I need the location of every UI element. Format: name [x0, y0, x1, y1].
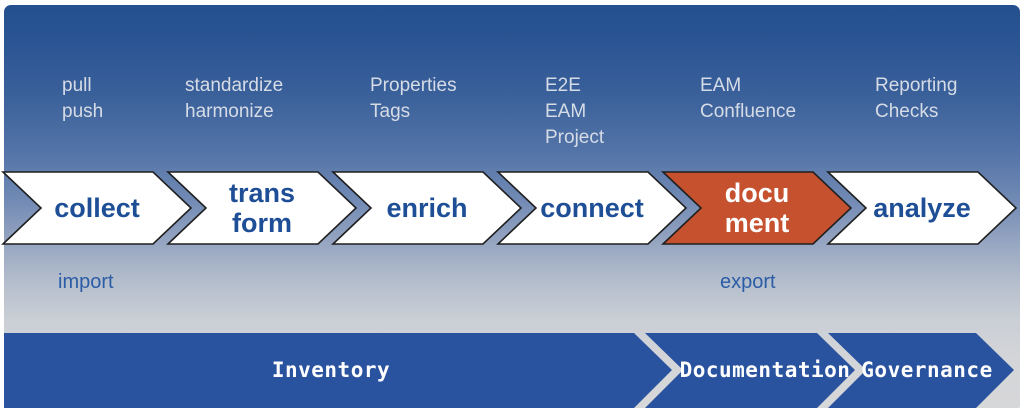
stage-tools-connect: E2E EAM Project	[545, 75, 605, 148]
stage-tools-enrich: Properties Tags	[370, 75, 457, 122]
export-annotation: export	[720, 271, 776, 293]
phase-governance-shape	[828, 333, 1014, 408]
stage-chevrons	[0, 171, 1018, 245]
phase-label-governance: Governance	[861, 358, 993, 382]
chevron-label-transform: trans form	[228, 178, 296, 238]
stage-tools-document: EAM Confluence	[700, 75, 797, 122]
chevron-collect	[0, 171, 193, 245]
phase-label-documentation: Documentation	[679, 358, 851, 382]
chevron-transform	[165, 171, 358, 245]
chevron-label-analyze: analyze	[873, 193, 971, 223]
chevron-label-connect: connect	[540, 193, 644, 223]
chevron-label-collect: collect	[54, 193, 140, 223]
chevron-label-document: docu ment	[724, 178, 790, 238]
import-annotation: import	[58, 271, 114, 293]
chevron-label-enrich: enrich	[386, 193, 468, 223]
phase-label-inventory: Inventory	[271, 358, 391, 382]
chevron-enrich	[330, 171, 523, 245]
phase-bar	[4, 333, 1014, 408]
stage-tools-collect: pull push	[62, 75, 104, 122]
chevron-document	[660, 171, 853, 245]
phase-documentation-shape	[645, 333, 855, 408]
phase-inventory-shape	[4, 333, 672, 408]
stage-tools-analyze: Reporting Checks	[875, 75, 958, 122]
chevron-analyze	[825, 171, 1018, 245]
chevron-connect	[495, 171, 688, 245]
stage-tools-transform: standardize harmonize	[185, 75, 284, 122]
